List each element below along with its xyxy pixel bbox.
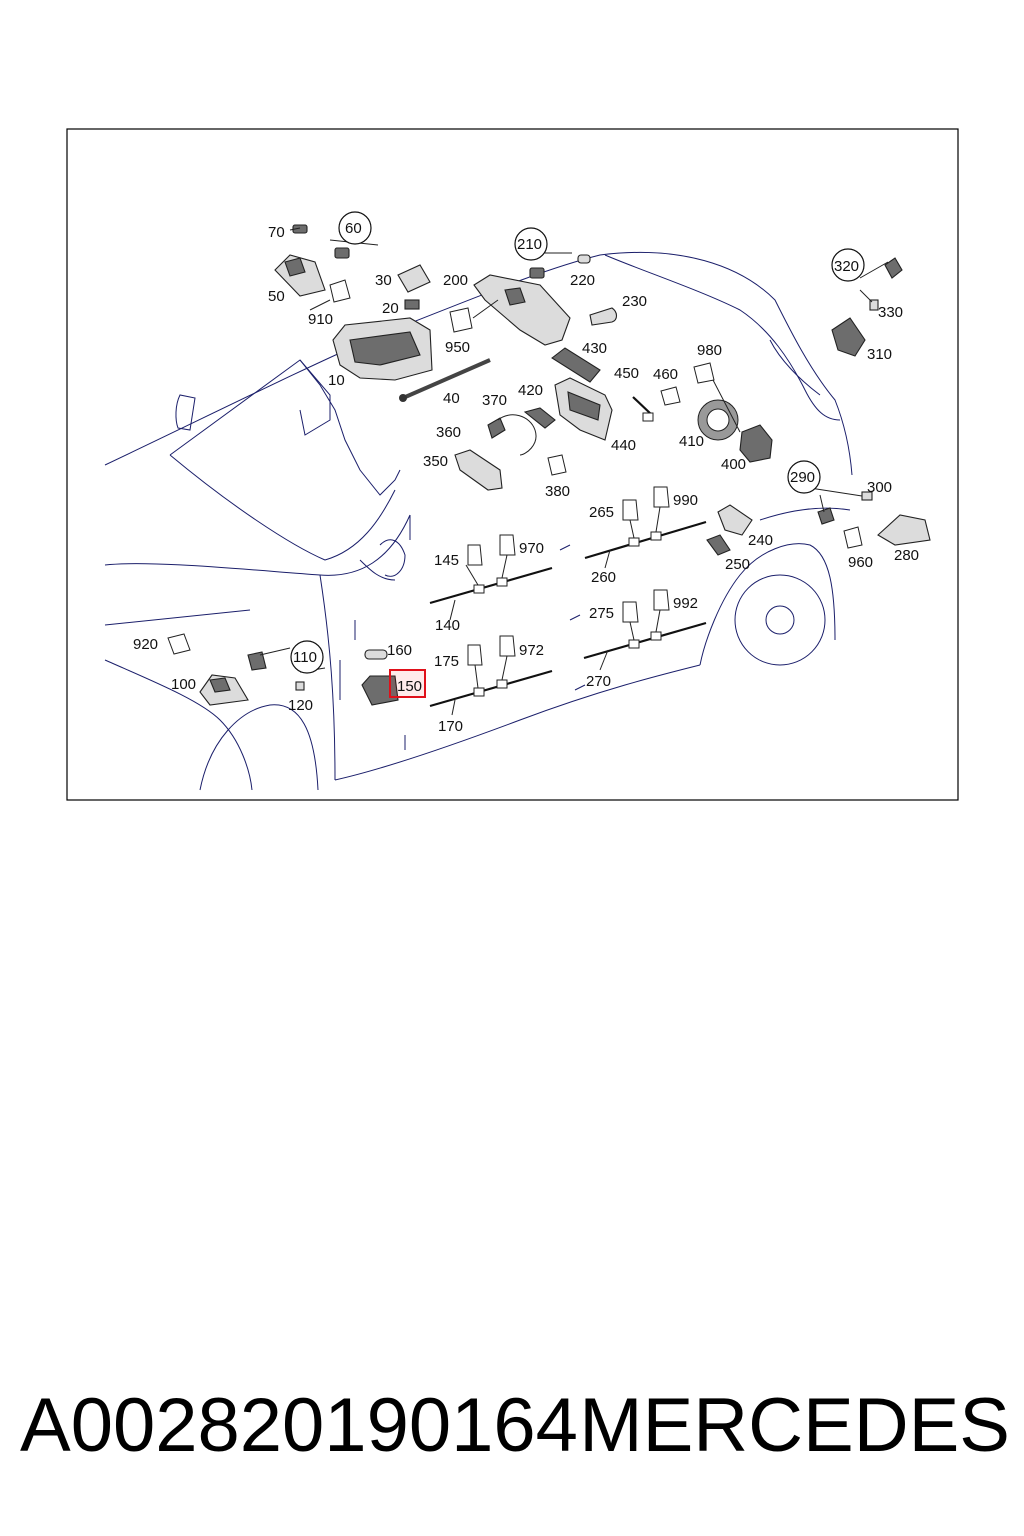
callout-label: 170 [438,718,463,735]
leader-lines [259,227,889,716]
callout-label: 240 [748,532,773,549]
part-number: A002820190164 [20,1382,578,1468]
callout-label: 60 [345,220,362,237]
callout-label: 40 [443,390,460,407]
callout-label: 275 [589,605,614,622]
callout-label: 920 [133,636,158,653]
callout-label: 380 [545,483,570,500]
callout-label: 990 [673,492,698,509]
callout-label: 100 [171,676,196,693]
callout-label: 370 [482,392,507,409]
callout-label: 980 [697,342,722,359]
callout-label: 140 [435,617,460,634]
callout-circles [290,211,865,674]
callout-label: 320 [834,258,859,275]
callout-label: 70 [268,224,285,241]
callout-label: 910 [308,311,333,328]
highlight-box [389,669,426,698]
callout-label: 250 [725,556,750,573]
parts-diagram: 10 20 30 40 50 60 70 100 110 120 140 145… [66,128,959,801]
brand-name: MERCEDES [579,1382,1010,1468]
callout-label: 160 [387,642,412,659]
callout-label: 150 [397,678,422,695]
callout-label: 400 [721,456,746,473]
callout-label: 440 [611,437,636,454]
callout-label: 280 [894,547,919,564]
callout-label: 120 [288,697,313,714]
callout-label: 210 [517,236,542,253]
callout-label: 360 [436,424,461,441]
callout-label: 450 [614,365,639,382]
callout-label: 420 [518,382,543,399]
callout-label: 265 [589,504,614,521]
callout-label: 950 [445,339,470,356]
callout-labels: 10 20 30 40 50 60 70 100 110 120 140 145… [133,220,919,735]
callout-label: 30 [375,272,392,289]
callout-label: 410 [679,433,704,450]
callout-label: 310 [867,346,892,363]
callout-label: 270 [586,673,611,690]
caption: A002820190164 MERCEDES [20,1375,1010,1475]
callout-label: 430 [582,340,607,357]
parts [199,224,931,706]
cable-strips [429,396,707,708]
callout-label: 175 [434,653,459,670]
callout-label: 992 [673,595,698,612]
callout-label: 230 [622,293,647,310]
connector-icons [167,279,863,697]
callout-label: 50 [268,288,285,305]
callout-label: 260 [591,569,616,586]
callout-label: 220 [570,272,595,289]
car-outline [104,252,853,791]
callout-label: 972 [519,642,544,659]
callout-label: 960 [848,554,873,571]
callout-label: 350 [423,453,448,470]
diagram-frame [66,128,959,801]
callout-label: 110 [293,649,317,666]
callout-label: 300 [867,479,892,496]
callout-label: 460 [653,366,678,383]
callout-label: 330 [878,304,903,321]
callout-label: 200 [443,272,468,289]
callout-label: 145 [434,552,459,569]
callout-label: 20 [382,300,399,317]
callout-label: 970 [519,540,544,557]
callout-label: 10 [328,372,345,389]
callout-label: 290 [790,469,815,486]
